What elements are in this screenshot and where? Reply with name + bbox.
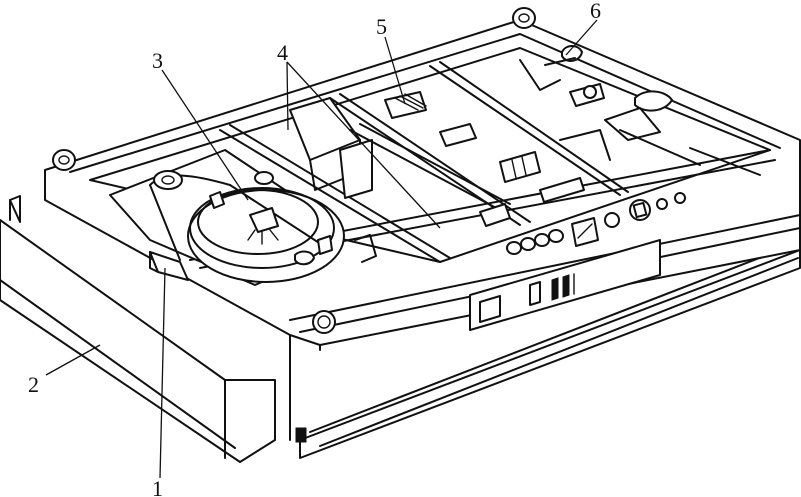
callout-labels: 1 2 3 4 5 6: [28, 0, 601, 497]
callout-2: 2: [28, 372, 39, 397]
callout-1: 1: [152, 476, 163, 497]
leader-6: [565, 19, 598, 56]
front-panel: [312, 192, 686, 334]
leader-3: [161, 69, 249, 201]
callout-5: 5: [376, 14, 387, 39]
callout-6: 6: [590, 0, 601, 23]
leader-5: [384, 36, 406, 105]
reel-assembly: [109, 149, 377, 286]
callout-4: 4: [277, 40, 288, 65]
leader-lines: [45, 19, 598, 479]
callout-3: 3: [152, 48, 163, 73]
inner-compartments: [89, 45, 776, 269]
chassis-base: [295, 242, 801, 459]
leader-1: [159, 267, 166, 479]
leader-4a: [286, 61, 289, 131]
leader-2: [45, 344, 101, 376]
front-door: [0, 195, 276, 463]
leader-4b: [286, 61, 441, 229]
